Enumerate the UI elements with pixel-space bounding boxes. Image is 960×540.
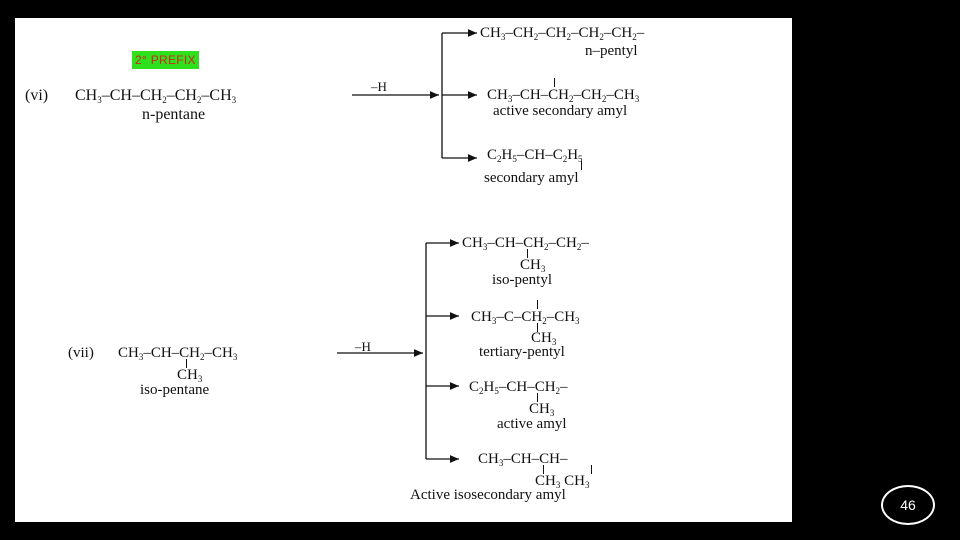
reagent-vi: –H — [371, 79, 387, 94]
bond — [554, 78, 555, 87]
product-vii-3-formula: C2H5–CH–CH2– — [469, 379, 568, 396]
product-vi-2-formula: CH3–CH–CH2–CH2–CH3 — [487, 87, 640, 104]
product-vii-4-branch: CH3 CH3 — [535, 473, 590, 490]
product-vii-3-branch: CH3 — [529, 401, 555, 418]
bond — [537, 323, 538, 332]
product-vii-4-formula: CH3–CH–CH– — [478, 451, 568, 468]
slide: 2° PREFIX (vi) CH3–CH–CH2–CH2–CH3 n-pent… — [15, 18, 792, 522]
product-vii-4-name: Active isosecondary amyl — [410, 487, 566, 503]
bond — [537, 393, 538, 402]
reactant-vii: CH3–CH–CH2–CH3 — [118, 345, 238, 362]
bond — [591, 465, 592, 474]
product-vii-3-name: active amyl — [497, 416, 567, 432]
prefix-badge: 2° PREFIX — [132, 51, 199, 69]
product-vii-1-branch: CH3 — [520, 257, 546, 274]
reaction-arrows — [337, 29, 477, 463]
reactant-vi: CH3–CH–CH2–CH2–CH3 — [75, 87, 237, 105]
reactant-name-vi: n-pentane — [142, 106, 206, 123]
bond — [537, 300, 538, 309]
product-vii-1-formula: CH3–CH–CH2–CH2– — [462, 235, 589, 252]
product-vii-2-branch: CH3 — [531, 330, 557, 347]
product-vi-2-name: active secondary amyl — [493, 103, 628, 119]
bond — [186, 359, 187, 368]
reactant-name-vii: iso-pentane — [140, 382, 210, 398]
bond — [543, 465, 544, 474]
product-vi-3-formula: C2H5–CH–C2H5 — [487, 147, 583, 164]
product-vii-1-name: iso-pentyl — [492, 272, 552, 288]
label-vii: (vii) — [68, 345, 94, 361]
product-vi-3-name: secondary amyl — [484, 170, 579, 186]
product-vi-1-name: n–pentyl — [585, 43, 638, 59]
reactant-vii-branch: CH3 — [177, 367, 203, 384]
label-vi: (vi) — [25, 87, 49, 104]
product-vii-2-name: tertiary-pentyl — [479, 344, 565, 360]
bond — [581, 161, 582, 170]
reagent-vii: –H — [355, 339, 371, 354]
bond — [527, 249, 528, 258]
product-vii-2-formula: CH3–C–CH2–CH3 — [471, 309, 580, 326]
product-vi-1-formula: CH3–CH2–CH2–CH2–CH2– — [480, 25, 645, 42]
page-number: 46 — [881, 485, 935, 525]
